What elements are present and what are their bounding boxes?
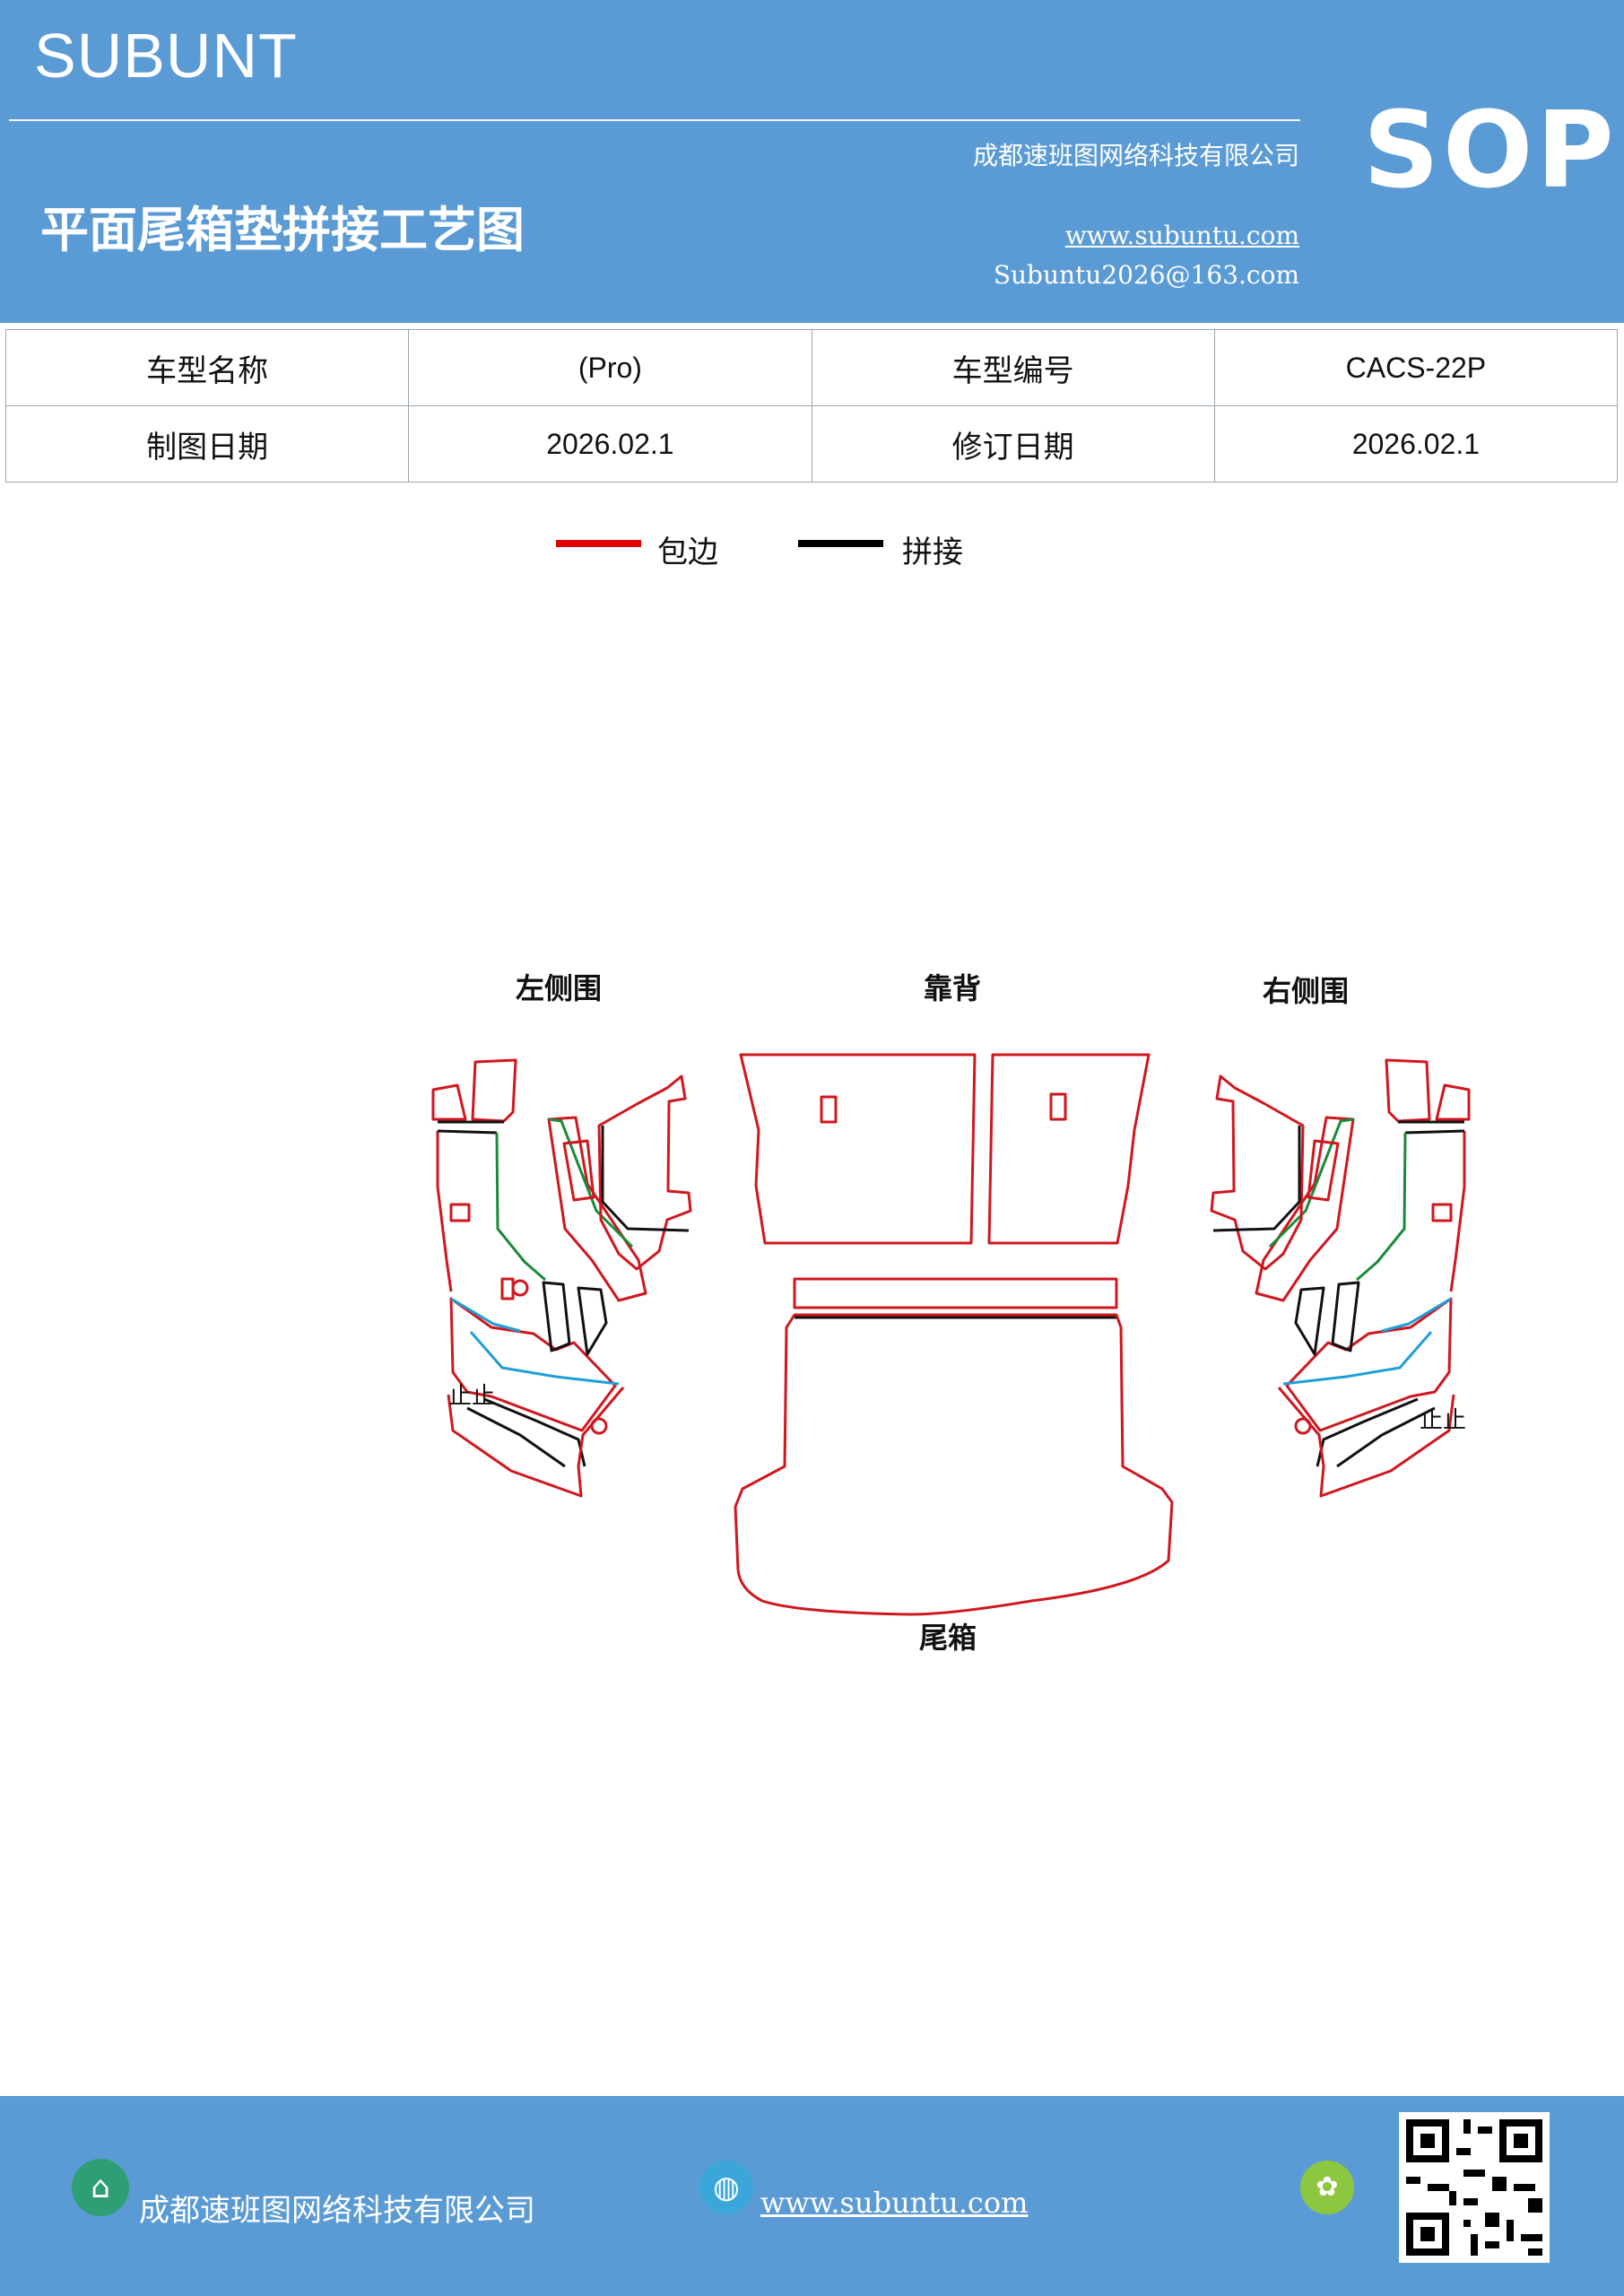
table-row: 制图日期 2026.02.1 修订日期 2026.02.1 [4, 405, 1619, 483]
label-back: 靠背 [924, 971, 981, 1005]
table-cell-value: 2026.02.1 [1213, 405, 1619, 483]
table-row: 车型名称 (Pro) 车型编号 CACS-22P [4, 329, 1619, 406]
table-cell-value: 2026.02.1 [408, 405, 812, 483]
company-website-link[interactable]: www.subuntu.com [1064, 221, 1299, 250]
building-icon: ⌂ [72, 2159, 129, 2216]
globe-icon: ◍ [699, 2161, 753, 2214]
header-divider [9, 119, 1300, 121]
sop-badge: SOP [1363, 88, 1618, 212]
trunk-mat-diagram: 左侧围 靠背 右侧围 尾箱 [431, 971, 1471, 1655]
table-cell-label: 修订日期 [811, 405, 1215, 483]
table-cell-label: 车型编号 [811, 329, 1215, 406]
mark-right: 止止 [1420, 1407, 1466, 1434]
mark-left: 止止 [448, 1383, 495, 1410]
footer-company-name: 成都速班图网络科技有限公司 [139, 2193, 535, 2229]
company-email[interactable]: Subuntu2026@163.com [993, 260, 1299, 290]
header-banner: SUBUNT 平面尾箱垫拼接工艺图 成都速班图网络科技有限公司 www.subu… [0, 0, 1624, 323]
back-panel-right [987, 1053, 1151, 1245]
brand-logo-text: SUBUNT [34, 21, 298, 91]
trunk-mat [734, 1277, 1174, 1616]
label-right-side: 右侧围 [1263, 974, 1349, 1008]
label-trunk: 尾箱 [919, 1621, 977, 1655]
wechat-icon[interactable]: ✿ [1300, 2161, 1354, 2214]
legend-swatch-seam [798, 540, 883, 547]
legend: 包边 拼接 [0, 527, 1624, 572]
legend-label-edge: 包边 [657, 535, 718, 570]
footer-banner: ⌂ 成都速班图网络科技有限公司 ◍ www.subuntu.com ✿ [0, 2096, 1624, 2296]
label-left-side: 左侧围 [516, 971, 602, 1005]
table-cell-value: CACS-22P [1213, 329, 1619, 406]
back-panel-left [739, 1053, 977, 1245]
footer-website-link[interactable]: www.subuntu.com [760, 2186, 1029, 2220]
legend-swatch-edge [556, 540, 641, 547]
right-side-panel [1210, 1058, 1471, 1498]
table-cell-value: (Pro) [408, 329, 812, 406]
left-side-panel: 止止 [431, 1058, 692, 1498]
qr-code-icon [1399, 2112, 1550, 2263]
company-name: 成都速班图网络科技有限公司 [972, 141, 1299, 170]
vehicle-info-table: 车型名称 (Pro) 车型编号 CACS-22P 制图日期 2026.02.1 … [4, 329, 1619, 483]
table-cell-label: 车型名称 [4, 329, 410, 406]
legend-label-seam: 拼接 [902, 535, 963, 570]
document-title: 平面尾箱垫拼接工艺图 [40, 202, 525, 258]
table-cell-label: 制图日期 [4, 405, 410, 483]
